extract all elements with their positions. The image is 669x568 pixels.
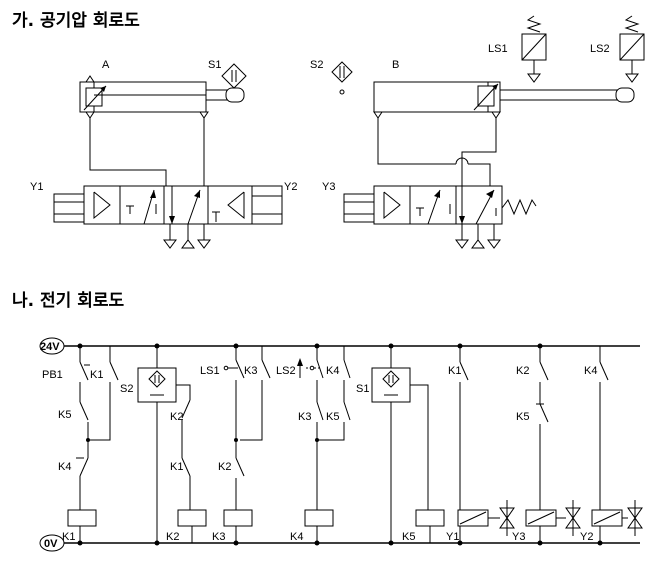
supply-rails: 24V 0V xyxy=(39,337,640,552)
limit-switch-ls2: LS2 xyxy=(590,15,645,83)
cylinder-b: B xyxy=(373,59,635,119)
k1-coil-label: K1 xyxy=(62,531,75,543)
sensor-s1: S1 xyxy=(208,59,247,89)
rung-6: K1 Y1 xyxy=(446,346,515,546)
k5-contact-r7-label: K5 xyxy=(516,411,529,423)
y3-label: Y3 xyxy=(512,531,525,543)
rung-1: PB1 K1 K5 K4 K1 xyxy=(42,345,119,546)
y2-label: Y2 xyxy=(580,531,593,543)
k3-coil-label: K3 xyxy=(212,531,225,543)
rung-3: LS1 K3 K2 K3 xyxy=(200,345,271,546)
k1-contact-r6-label: K1 xyxy=(448,365,461,377)
k1-contact-r2-label: K1 xyxy=(170,461,183,473)
ls1-label: LS1 xyxy=(200,365,220,377)
k2-contact-r2-label: K2 xyxy=(170,411,183,423)
valve-y2-label: Y2 xyxy=(284,181,297,193)
limit-switch-ls1: LS1 xyxy=(488,15,547,83)
cylinder-b-label: B xyxy=(392,59,399,71)
rung-2: S2 K2 K1 K2 xyxy=(120,346,207,546)
k4-contact-r8-label: K4 xyxy=(584,365,597,377)
k5-contact-r1-label: K5 xyxy=(58,409,71,421)
sensor-s1-label: S1 xyxy=(208,59,221,71)
limit-switch-ls2-label: LS2 xyxy=(590,43,610,55)
limit-switch-ls1-label: LS1 xyxy=(488,43,508,55)
valve-y1-y2: Y1 Y2 xyxy=(30,181,297,249)
rung-5: S1 K5 xyxy=(356,346,445,546)
valve-y3-label: Y3 xyxy=(322,181,335,193)
k2-contact-r3-label: K2 xyxy=(218,461,231,473)
k5-coil-label: K5 xyxy=(402,531,415,543)
s1-label: S1 xyxy=(356,383,369,395)
cylinder-a-label: A xyxy=(102,59,110,71)
valve-y1-label: Y1 xyxy=(30,181,43,193)
rung-4: LS2 K4 K3 K5 K4 xyxy=(276,345,351,546)
ls2-label: LS2 xyxy=(276,365,296,377)
k5-contact-r4-label: K5 xyxy=(326,411,339,423)
sensor-s2: S2 xyxy=(310,59,353,95)
supply-0v-label: 0V xyxy=(44,538,58,550)
electric-title: 나. 전기 회로도 xyxy=(12,291,124,311)
k4-coil-label: K4 xyxy=(290,531,303,543)
pb1-label: PB1 xyxy=(42,369,63,381)
k4-contact-r4-label: K4 xyxy=(326,365,339,377)
k2-contact-r7-label: K2 xyxy=(516,365,529,377)
k1-contact-r1-label: K1 xyxy=(90,369,103,381)
rung-8: K4 Y2 xyxy=(580,346,643,546)
supply-24v-label: 24V xyxy=(40,341,60,353)
k3-contact-r3-label: K3 xyxy=(244,365,257,377)
pneumatic-title: 가. 공기압 회로도 xyxy=(12,10,140,31)
s2-label: S2 xyxy=(120,383,133,395)
sensor-s2-label: S2 xyxy=(310,59,323,71)
y1-label: Y1 xyxy=(446,531,459,543)
k3-contact-r4-label: K3 xyxy=(298,411,311,423)
rung-7: K2 K5 Y3 xyxy=(512,346,581,546)
cylinder-a: A xyxy=(79,59,245,119)
k4-contact-r1-label: K4 xyxy=(58,461,71,473)
k2-coil-label: K2 xyxy=(166,531,179,543)
valve-y3: Y3 xyxy=(322,181,537,249)
